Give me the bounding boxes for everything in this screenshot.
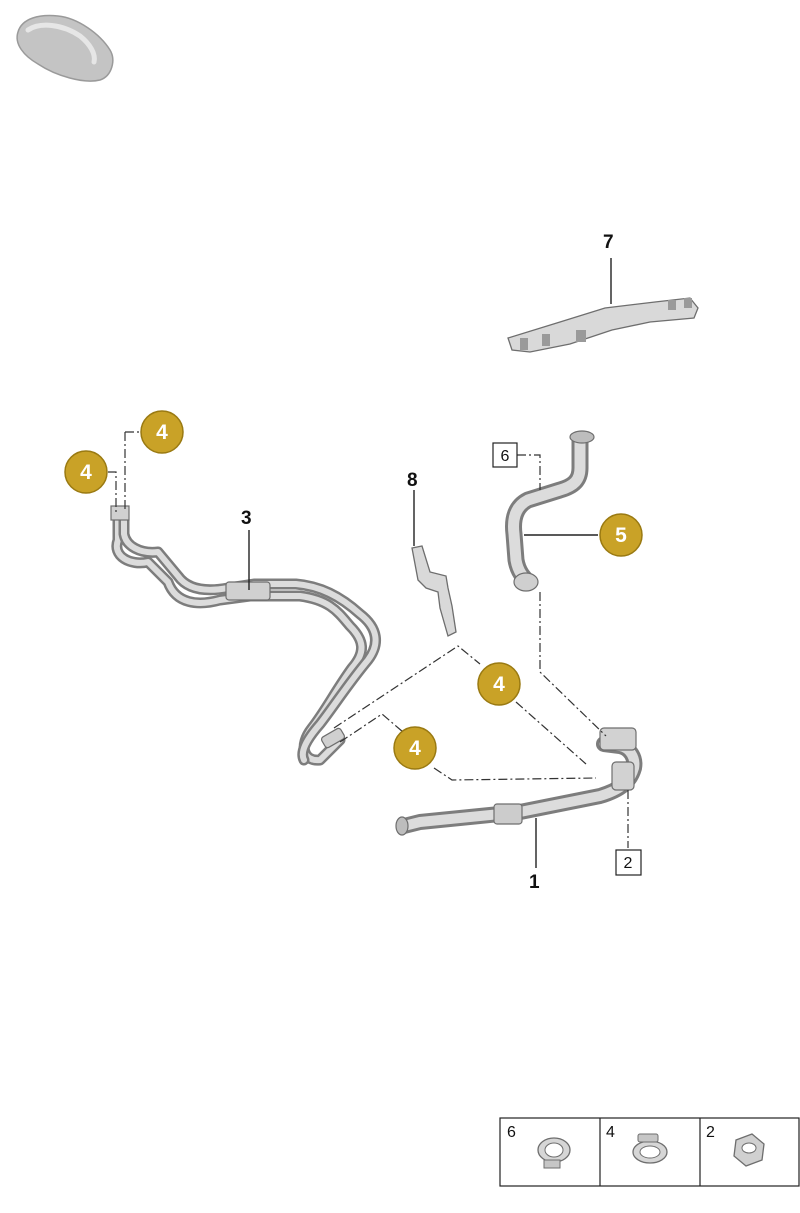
- svg-text:4: 4: [606, 1124, 615, 1141]
- svg-text:5: 5: [615, 524, 627, 547]
- label-8: 8: [407, 470, 418, 491]
- dash-line-4d: [339, 713, 411, 743]
- callout-4-top[interactable]: 4: [140, 410, 184, 454]
- dash-line-4c-b: [515, 701, 587, 765]
- callout-4-left[interactable]: 4: [64, 450, 108, 494]
- small-parts-legend: 6 4 2: [499, 1117, 800, 1187]
- legend-cell-6[interactable]: 6: [507, 1124, 571, 1169]
- svg-text:6: 6: [501, 448, 510, 465]
- svg-text:6: 6: [507, 1124, 516, 1141]
- dash-line-4b: [108, 471, 117, 512]
- ref-box-2[interactable]: 2: [615, 849, 642, 876]
- ref-box-6[interactable]: 6: [492, 442, 518, 468]
- label-1: 1: [529, 872, 540, 893]
- car-silhouette-icon[interactable]: [16, 14, 114, 82]
- svg-text:4: 4: [80, 461, 92, 484]
- svg-text:4: 4: [493, 673, 505, 696]
- dash-line-4d-b: [433, 767, 597, 781]
- dash-line-4c: [333, 645, 481, 729]
- part-5-hose[interactable]: [505, 430, 595, 592]
- label-7: 7: [603, 232, 614, 253]
- part-8-bracket[interactable]: [411, 545, 457, 637]
- callout-5[interactable]: 5: [599, 513, 643, 557]
- hose-clamp-icon: [537, 1137, 571, 1169]
- part-3-double-line[interactable]: [110, 505, 381, 766]
- callout-4-center[interactable]: 4: [477, 662, 521, 706]
- svg-text:4: 4: [409, 737, 421, 760]
- hex-nut-icon: [733, 1133, 765, 1167]
- legend-cell-2[interactable]: 2: [706, 1124, 765, 1167]
- part-7-bracket[interactable]: [507, 297, 699, 353]
- dash-line-6: [517, 454, 541, 490]
- spring-clamp-icon: [632, 1133, 668, 1164]
- callout-4-lower[interactable]: 4: [393, 726, 437, 770]
- svg-text:2: 2: [624, 855, 633, 872]
- svg-text:2: 2: [706, 1124, 715, 1141]
- dash-line-5-to-1: [539, 592, 607, 737]
- label-3: 3: [241, 508, 252, 529]
- svg-text:4: 4: [156, 421, 168, 444]
- part-1-coolant-line[interactable]: [395, 727, 643, 836]
- legend-cell-4[interactable]: 4: [606, 1124, 668, 1164]
